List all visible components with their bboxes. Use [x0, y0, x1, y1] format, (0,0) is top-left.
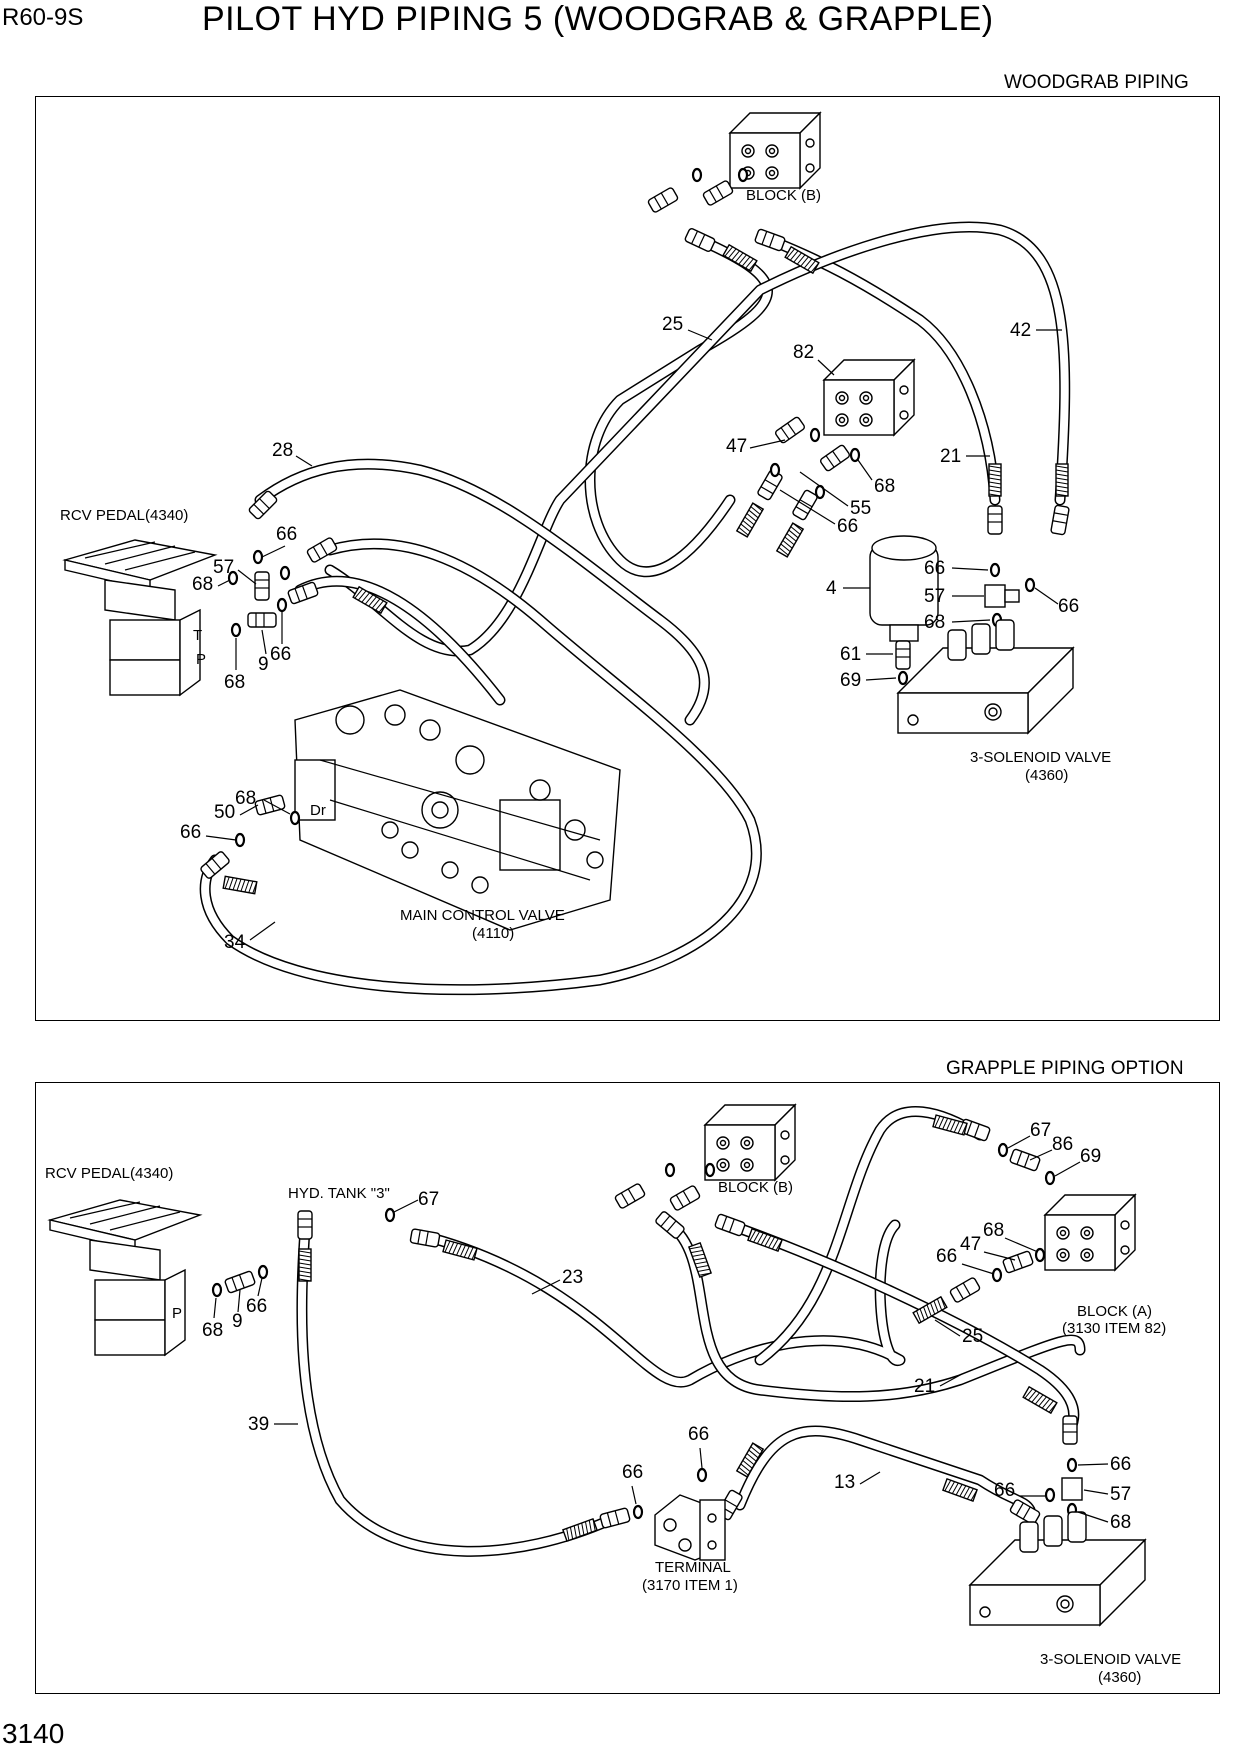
- callout-4: 4: [826, 578, 837, 599]
- callout-57-rcv: 57: [213, 557, 234, 578]
- woodgrab-tee: [984, 562, 1036, 628]
- callout-34: 34: [224, 932, 246, 953]
- woodgrab-rcv-fittings: [227, 549, 291, 638]
- woodgrab-rcv-pedal-label: RCV PEDAL(4340): [60, 507, 188, 524]
- page-title: PILOT HYD PIPING 5 (WOODGRAB & GRAPPLE): [202, 0, 994, 38]
- callout-66-solenoid: 66: [994, 1480, 1015, 1501]
- woodgrab-mcv-ref: (4110): [472, 925, 514, 942]
- grapple-panel-title: GRAPPLE PIPING OPTION: [946, 1058, 1184, 1079]
- callout-66-block: 66: [837, 516, 858, 537]
- callout-68-tee: 68: [1110, 1512, 1131, 1533]
- callout-9: 9: [258, 654, 269, 675]
- callout-28: 28: [272, 440, 293, 461]
- callout-47: 47: [726, 436, 747, 457]
- woodgrab-solenoid-label: 3-SOLENOID VALVE: [970, 749, 1111, 766]
- grapple-small-parts: [211, 1142, 1083, 1520]
- grapple-hyd-tank-label: HYD. TANK "3": [288, 1185, 390, 1202]
- grapple-block-a-label: BLOCK (A): [1077, 1303, 1152, 1320]
- woodgrab-port-p: P: [196, 651, 206, 668]
- callout-23: 23: [562, 1267, 583, 1288]
- woodgrab-port-dr: Dr: [310, 802, 326, 819]
- woodgrab-callouts: 25 42 82 28 47 68 21 55 66 66 57 68 66 4…: [180, 314, 1079, 953]
- callout-47: 47: [960, 1234, 981, 1255]
- grapple-block-b: [704, 1104, 796, 1181]
- woodgrab-panel-title: WOODGRAB PIPING: [1004, 72, 1189, 93]
- callout-39: 39: [248, 1414, 269, 1435]
- callout-66-rcv-bottom: 66: [270, 644, 291, 665]
- grapple-rcv-pedal-label: RCV PEDAL(4340): [45, 1165, 173, 1182]
- grapple-port-p: P: [172, 1305, 182, 1322]
- woodgrab-rcv-pedal: [64, 539, 216, 696]
- callout-66-tee: 66: [1110, 1454, 1131, 1475]
- callout-50: 50: [214, 802, 235, 823]
- callout-68-rcv: 68: [202, 1320, 223, 1341]
- woodgrab-block-82: [823, 359, 915, 436]
- callout-57-tee: 57: [924, 586, 945, 607]
- woodgrab-port-t: T: [193, 627, 202, 644]
- callout-68-rcv-p: 68: [224, 672, 245, 693]
- callout-66-tee: 66: [924, 558, 945, 579]
- callout-13: 13: [834, 1472, 855, 1493]
- grapple-block-a: [1044, 1194, 1136, 1271]
- callout-67-top: 67: [1030, 1120, 1051, 1141]
- woodgrab-hoses: [199, 221, 1071, 996]
- callout-21: 21: [940, 446, 961, 467]
- woodgrab-mcv-label: MAIN CONTROL VALVE: [400, 907, 565, 924]
- callout-66-terminal-top: 66: [688, 1424, 709, 1445]
- callout-21: 21: [914, 1376, 935, 1397]
- page-number: 3140: [2, 1718, 65, 1749]
- woodgrab-panel: [35, 96, 1220, 1021]
- callout-66-block-a: 66: [936, 1246, 957, 1267]
- woodgrab-block-b-label: BLOCK (B): [746, 187, 821, 204]
- callout-69: 69: [840, 670, 861, 691]
- callout-57: 57: [1110, 1484, 1131, 1505]
- callout-55: 55: [850, 498, 871, 519]
- woodgrab-accumulator: [869, 535, 939, 686]
- grapple-terminal-label: TERMINAL: [655, 1559, 731, 1576]
- model-number: R60-9S: [2, 4, 84, 31]
- callout-68-block-a: 68: [983, 1220, 1004, 1241]
- callout-61: 61: [840, 644, 861, 665]
- grapple-solenoid-label: 3-SOLENOID VALVE: [1040, 1651, 1181, 1668]
- grapple-rcv-pedal: [49, 1199, 201, 1356]
- callout-69: 69: [1080, 1146, 1101, 1167]
- callout-25: 25: [962, 1326, 983, 1347]
- grapple-callouts: 67 86 69 67 68 47 66 23 25 9 66 68 21 39…: [202, 1120, 1131, 1533]
- callout-68-block: 68: [874, 476, 895, 497]
- woodgrab-main-control-valve: [234, 689, 621, 931]
- woodgrab-solenoid-ref: (4360): [1025, 767, 1068, 784]
- callout-42: 42: [1010, 320, 1031, 341]
- grapple-terminal: [654, 1494, 726, 1561]
- grapple-block-b-label: BLOCK (B): [718, 1179, 793, 1196]
- grapple-solenoid-ref: (4360): [1098, 1669, 1141, 1686]
- grapple-block-a-ref: (3130 ITEM 82): [1062, 1320, 1166, 1337]
- callout-68-mcv: 68: [235, 788, 256, 809]
- callout-68-rcv-t: 68: [192, 574, 213, 595]
- grapple-terminal-ref: (3170 ITEM 1): [642, 1577, 738, 1594]
- grapple-hoses: [296, 1106, 1086, 1557]
- callout-82: 82: [793, 342, 814, 363]
- callout-66-rcv: 66: [246, 1296, 267, 1317]
- callout-9: 9: [232, 1311, 243, 1332]
- grapple-panel: [35, 1082, 1220, 1694]
- callout-25: 25: [662, 314, 683, 335]
- callout-67-tank: 67: [418, 1189, 439, 1210]
- callout-86: 86: [1052, 1134, 1073, 1155]
- callout-66-terminal: 66: [622, 1462, 643, 1483]
- woodgrab-solenoid-valve: [897, 619, 1074, 734]
- callout-68-tee: 68: [924, 612, 945, 633]
- callout-66-right: 66: [1058, 596, 1079, 617]
- callout-66-mcv: 66: [180, 822, 201, 843]
- callout-66-rcv-top: 66: [276, 524, 297, 545]
